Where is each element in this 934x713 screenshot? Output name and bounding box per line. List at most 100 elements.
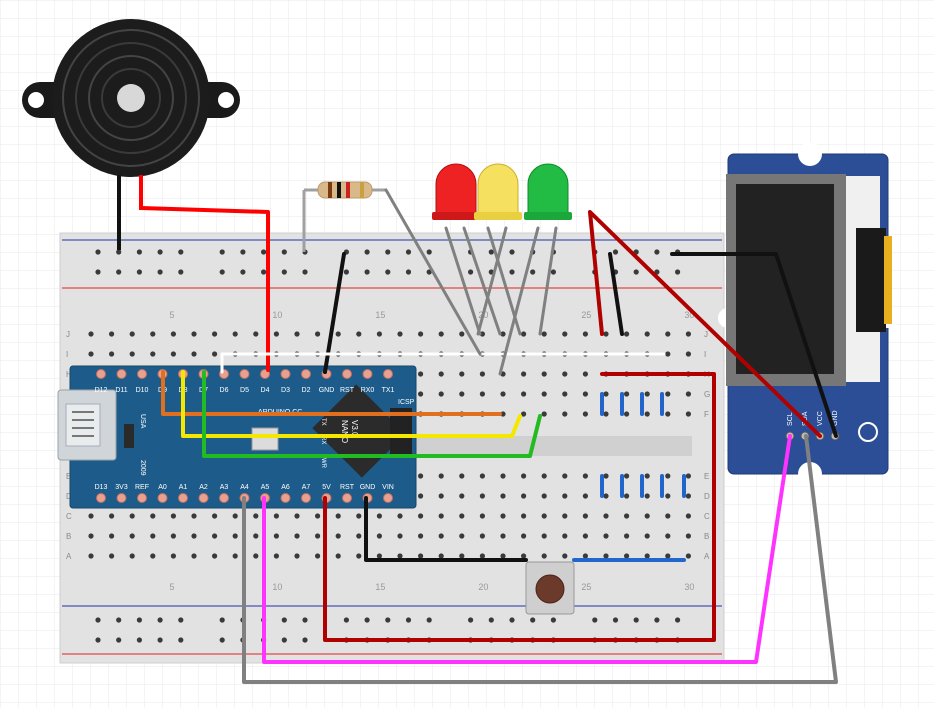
rail-hole <box>136 249 142 255</box>
rail-hole <box>95 617 101 623</box>
breadboard-hole <box>253 533 259 539</box>
breadboard-hole <box>541 553 547 559</box>
row-letter: I <box>704 350 706 359</box>
nano-pin <box>383 493 393 503</box>
breadboard-hole <box>521 493 527 499</box>
wire-led-green-leg1 <box>498 226 540 376</box>
breadboard-hole <box>562 473 568 479</box>
rail-hole <box>385 269 391 275</box>
breadboard-hole <box>459 533 465 539</box>
breadboard-hole <box>541 331 547 337</box>
breadboard-hole <box>685 533 692 539</box>
breadboard-hole <box>356 533 362 539</box>
wire-black-oled-gnd <box>670 252 838 438</box>
breadboard-hole <box>438 391 444 397</box>
breadboard-hole <box>273 331 279 337</box>
row-letter: J <box>704 330 708 339</box>
breadboard-hole <box>459 473 465 479</box>
breadboard-hole <box>438 513 444 519</box>
breadboard-hole <box>582 533 589 539</box>
breadboard-hole <box>603 553 609 559</box>
pwr-led-label: PWR <box>320 454 326 469</box>
led-rim <box>432 212 480 220</box>
row-letter: C <box>704 512 710 521</box>
row-letter: G <box>704 390 710 399</box>
nano-pin-label: 5V <box>322 484 331 491</box>
oled-pin-label: SCL <box>787 412 794 426</box>
buzzer-mount-hole-right <box>218 92 234 108</box>
led-icon <box>435 163 477 217</box>
column-marker: 5 <box>169 310 174 320</box>
buzzer-ring <box>88 55 174 141</box>
breadboard-hole <box>562 331 568 337</box>
breadboard-hole <box>170 533 176 539</box>
rail-hole <box>219 269 225 275</box>
rail-hole <box>281 617 287 623</box>
breadboard-hole <box>438 371 444 377</box>
breadboard-hole <box>335 513 341 519</box>
rail-hole <box>116 617 122 623</box>
nano-pin-label: REF <box>135 484 149 491</box>
column-marker: 10 <box>272 310 282 320</box>
wires <box>139 188 838 684</box>
breadboard-hole <box>109 533 115 539</box>
rail-hole <box>281 637 287 643</box>
rail-hole <box>343 617 349 623</box>
breadboard-hole <box>397 553 403 559</box>
rail-hole <box>509 269 515 275</box>
nano-pin-label: D6 <box>220 387 229 394</box>
breadboard-hole <box>603 473 609 479</box>
led-rim <box>524 212 572 220</box>
breadboard-hole <box>582 553 589 559</box>
nano-pin <box>157 493 168 503</box>
nano-pin <box>219 493 229 503</box>
breadboard-hole <box>129 553 135 559</box>
rail-hole <box>654 249 660 255</box>
icsp-header <box>390 408 412 454</box>
breadboard-hole <box>665 513 671 519</box>
rail-hole <box>261 249 267 255</box>
breadboard-hole <box>253 513 259 519</box>
breadboard-hole <box>438 493 444 499</box>
nano-pin <box>301 493 311 503</box>
rail-hole <box>240 249 246 255</box>
breadboard-hole <box>624 553 630 559</box>
breadboard-hole <box>685 493 692 499</box>
nano-pin-label: D10 <box>136 387 149 394</box>
breadboard-hole <box>418 391 424 397</box>
breadboard-hole <box>335 553 341 559</box>
breadboard-hole <box>376 533 382 539</box>
oled-flex-tab <box>884 236 892 324</box>
breadboard-hole <box>644 553 650 559</box>
breadboard-hole <box>418 553 424 559</box>
breadboard-hole <box>273 513 279 519</box>
reset-button <box>251 427 279 451</box>
buzzer-ring <box>101 68 161 128</box>
nano-pin-label: D13 <box>95 484 108 491</box>
breadboard-hole <box>500 473 506 479</box>
breadboard-hole <box>397 513 403 519</box>
breadboard-hole <box>582 513 589 519</box>
breadboard-hole <box>541 391 547 397</box>
breadboard-hole <box>624 513 630 519</box>
rail-hole <box>550 269 557 275</box>
rail-hole <box>488 617 494 623</box>
breadboard-hole <box>582 331 589 337</box>
breadboard-hole <box>541 371 547 377</box>
breadboard-hole <box>335 533 341 539</box>
rail-hole <box>136 637 142 643</box>
rail-hole <box>178 637 184 643</box>
breadboard-hole <box>88 351 94 357</box>
breadboard-hole <box>88 513 94 519</box>
nano-pin-label: GND <box>319 387 335 394</box>
breadboard-hole <box>603 533 609 539</box>
rx-led-label: RX <box>320 436 326 444</box>
breadboard-hole <box>170 351 176 357</box>
breadboard-hole <box>521 553 527 559</box>
buzzer-ring <box>75 42 187 154</box>
wire-black-gnd-rail <box>608 252 624 336</box>
rail-hole <box>509 249 515 255</box>
breadboard-hole <box>109 553 115 559</box>
breadboard-hole <box>665 533 671 539</box>
breadboard-hole <box>479 493 485 499</box>
